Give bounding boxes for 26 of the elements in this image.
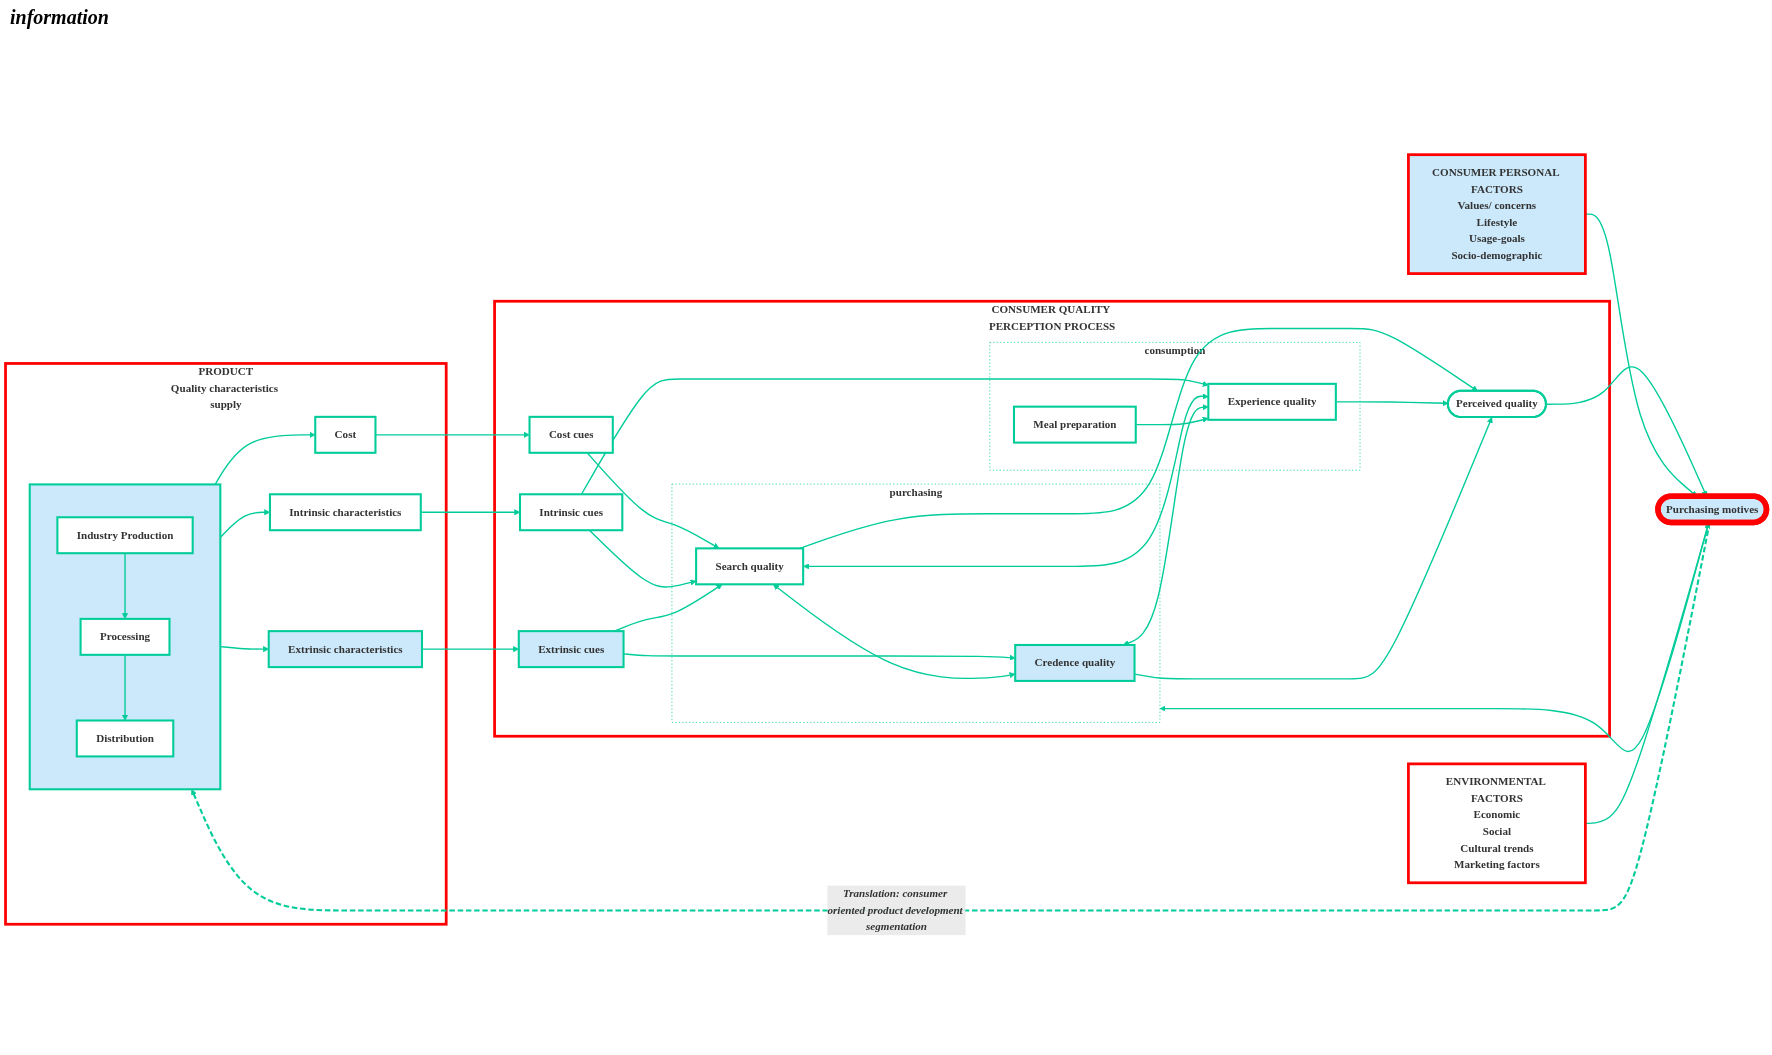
cluster (28, 483, 222, 791)
node-box: Meal preparation (1012, 405, 1137, 444)
node-box: Cost (314, 415, 377, 454)
node-box: Search quality (695, 547, 805, 586)
node-box: Processing (79, 617, 171, 656)
arrow (580, 378, 1209, 495)
column-heading: information (10, 6, 109, 29)
node-box: Extrinsic cues (517, 630, 625, 669)
node-box: Distribution (75, 719, 175, 758)
node-box: Intrinsic characteristics (268, 493, 422, 532)
node-box: CONSUMER PERSONAL FACTORS Values/ concerns Lifestyle Usage-goals Socio-demographic (1407, 153, 1587, 275)
edge-label: Translation: consumer oriented product development segmentation (827, 887, 963, 933)
node-box: Extrinsic characteristics (267, 630, 424, 669)
node-box: ENVIRONMENTAL FACTORS Economic Social Cultural trends Marketing factors (1407, 762, 1587, 885)
arrow (803, 393, 1209, 570)
node-box: Experience quality (1207, 382, 1337, 421)
node-box: Industry Production (56, 516, 194, 555)
arrow (122, 654, 129, 721)
node-box: Intrinsic cues (518, 493, 624, 532)
arrow (773, 584, 1016, 680)
arrow (1335, 400, 1449, 407)
arrow (1135, 416, 1209, 426)
arrow (586, 452, 720, 549)
node-box: Credence quality (1014, 643, 1136, 682)
node-box: Cost cues (528, 415, 614, 454)
arrow (420, 509, 521, 516)
